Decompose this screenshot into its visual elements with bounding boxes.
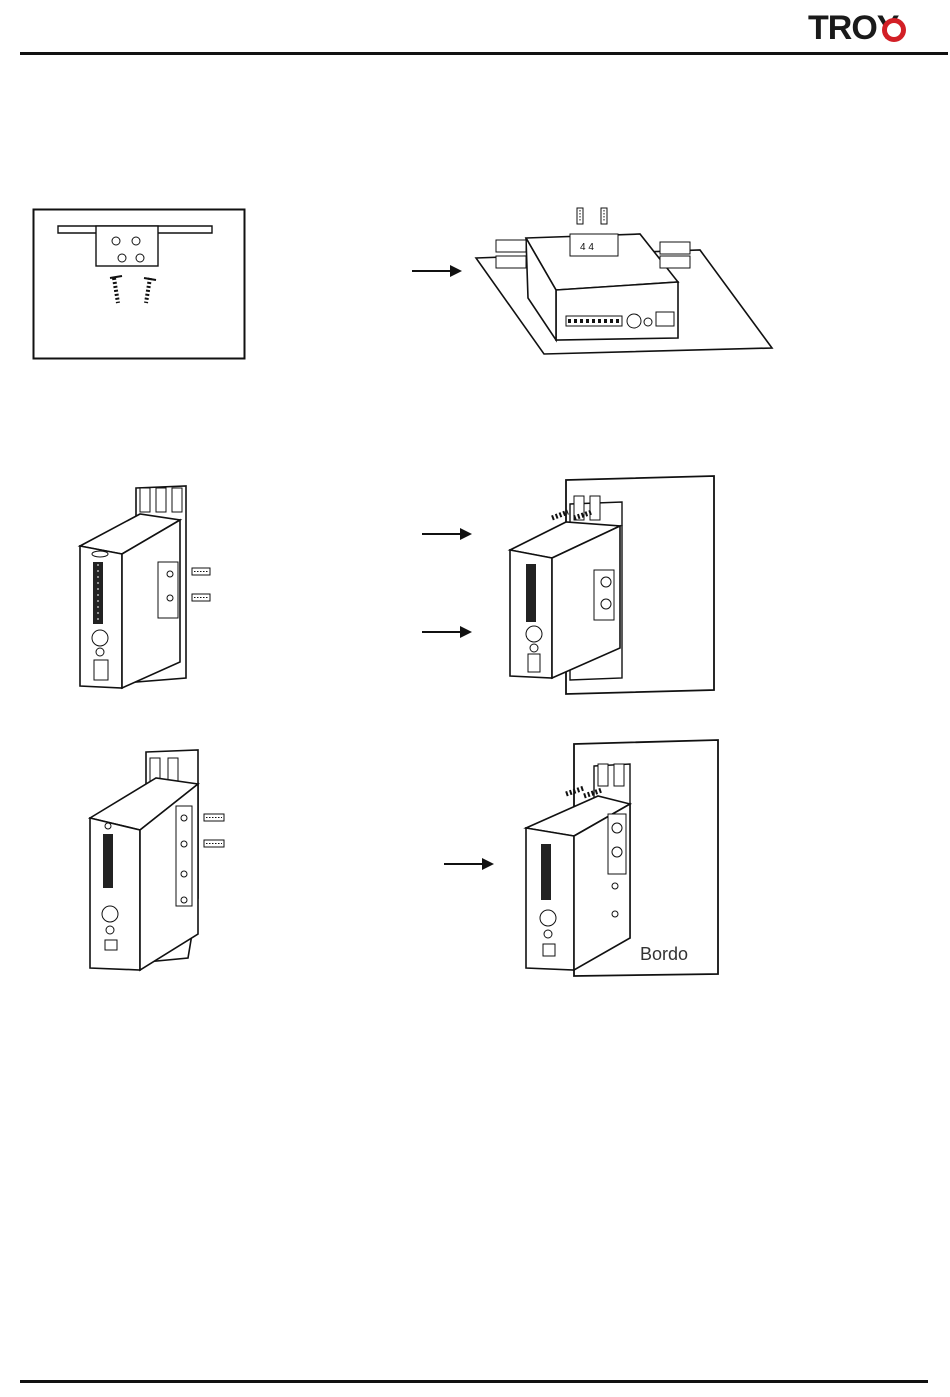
figure-module-bracket-left-2: [88, 748, 238, 973]
footer-rule: [20, 1380, 928, 1383]
figure-module-bracket-left: [78, 482, 218, 692]
screw-icon: [601, 208, 607, 224]
brand-logo: TROY: [808, 8, 938, 48]
figure-bracket-detail: [32, 208, 246, 360]
board-label: Bordo: [640, 944, 688, 964]
screw-icon: [204, 814, 224, 821]
screw-icon: [204, 840, 224, 847]
logo-mark: [881, 17, 907, 43]
figure-module-vertical-board: [496, 474, 720, 696]
arrow-right-icon: [422, 625, 472, 639]
screw-icon: [192, 594, 210, 601]
svg-text:4 4: 4 4: [580, 242, 594, 253]
screw-icon: [577, 208, 583, 224]
figure-module-horizontal: 4 4: [470, 198, 780, 358]
arrow-right-icon: [444, 857, 494, 871]
figure-module-mounted-board: Bordo: [522, 738, 722, 980]
arrow-right-icon: [412, 264, 462, 278]
header-rule: [20, 52, 948, 55]
screw-icon: [192, 568, 210, 575]
arrow-right-icon: [422, 527, 472, 541]
